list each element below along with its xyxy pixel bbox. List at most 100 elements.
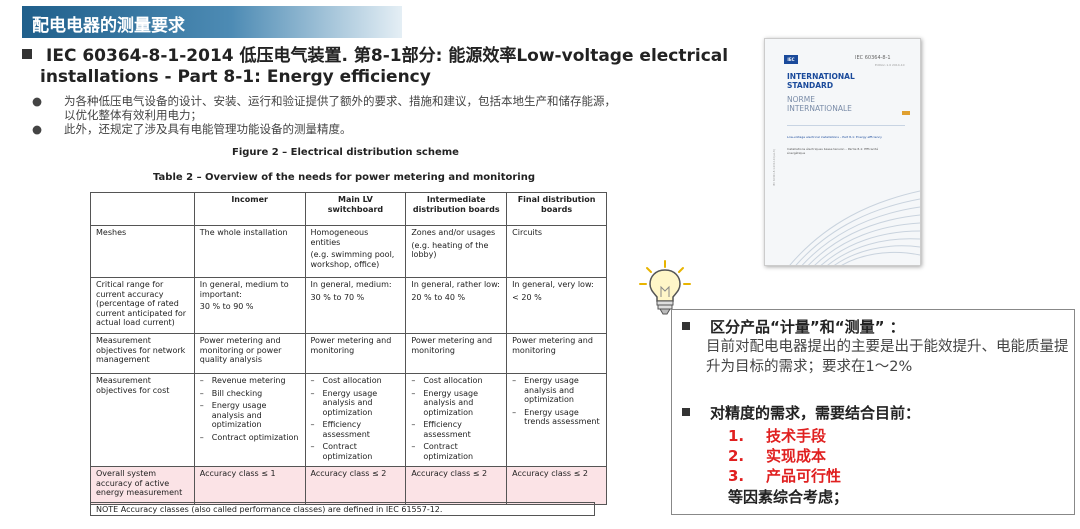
cost-item: Energy usage analysis and optimization — [411, 389, 501, 418]
cover-wave-graphic — [789, 190, 920, 265]
cover-divider — [787, 125, 905, 126]
cost-item: Revenue metering — [200, 376, 300, 386]
cost-item: Bill checking — [200, 389, 300, 399]
table-row-objectives: Measurement objectives for network manag… — [90, 333, 607, 374]
cover-standard-label: INTERNATIONAL STANDARD — [787, 72, 855, 90]
cell-text: Homogeneous entities — [310, 228, 369, 247]
box-heading-1-text: 区分产品“计量”和“测量” ： — [710, 318, 905, 336]
cell-subtext: (e.g. swimming pool, workshop, office) — [310, 250, 395, 269]
bullet-text: 此外，还规定了涉及具有电能管理功能设备的测量精度。 — [64, 122, 352, 136]
cell-text: In general, rather low: — [411, 280, 500, 289]
cell-text: In general, very low: — [512, 280, 594, 289]
cell-text: In general, medium to important: — [199, 280, 289, 299]
cell-text: Zones and/or usages — [411, 228, 496, 237]
cost-item: Efficiency assessment — [411, 420, 501, 439]
figure-caption: Figure 2 – Electrical distribution schem… — [232, 147, 459, 158]
table-header-row: Incomer Main LV switchboard Intermediate… — [90, 192, 607, 226]
summary-box: 区分产品“计量”和“测量” ： 目前对配电电器提出的主要是出于能效提升、电能质量… — [671, 309, 1075, 515]
square-bullet-icon — [22, 49, 32, 59]
list-number: 1. — [728, 427, 745, 445]
cost-item: Contract optimization — [411, 442, 501, 461]
title-bar: 配电电器的测量要求 — [22, 6, 402, 38]
box-paragraph: 目前对配电电器提出的主要是出于能效提升、电能质量提升为目标的需求；要求在1～2% — [706, 339, 1069, 375]
cover-code: IEC 60364-8-1 — [855, 55, 891, 61]
row-label: Measurement objectives for cost — [90, 373, 195, 467]
heading-line2: installations - Part 8-1: Energy efficie… — [40, 67, 431, 87]
cost-item: Energy usage analysis and optimization — [200, 401, 300, 430]
heading-line1: IEC 60364-8-1-2014 低压电气装置. 第8-1部分: 能源效率L… — [46, 46, 729, 66]
cost-item: Contract optimization — [200, 433, 300, 443]
table-header-cell: Intermediate distribution boards — [405, 192, 508, 226]
table-cell: Power metering and monitoring — [506, 333, 607, 374]
bullet-text: 为各种低压电气设备的设计、安装、运行和验证提供了额外的要求、措施和建议，包括本地… — [64, 94, 616, 108]
cell-subtext: 30 % to 90 % — [199, 302, 254, 311]
table-row-critical: Critical range for current accuracy (per… — [90, 277, 607, 334]
cover-color-mark — [902, 111, 910, 115]
square-bullet-icon — [682, 322, 690, 330]
cost-item: Energy usage trends assessment — [512, 408, 601, 427]
list-number: 2. — [728, 447, 745, 465]
table-cell: Accuracy class ≤ 2 — [506, 466, 607, 505]
table-cell: Cost allocation Energy usage analysis an… — [405, 373, 508, 467]
table-header-cell — [90, 192, 195, 226]
list-item: 3. 产品可行性 — [728, 466, 841, 486]
cell-subtext: 20 % to 40 % — [411, 292, 466, 302]
cell-subtext: 30 % to 70 % — [310, 292, 365, 302]
cost-item: Cost allocation — [411, 376, 501, 386]
table-cell: Cost allocation Energy usage analysis an… — [304, 373, 407, 467]
table-header-cell: Incomer — [193, 192, 306, 226]
cost-item: Efficiency assessment — [311, 420, 401, 439]
standard-cover-image: IEC IEC 60364-8-1 Edition 1.0 2014-10 IN… — [764, 38, 921, 266]
table-cell: Homogeneous entities (e.g. swimming pool,… — [304, 225, 407, 278]
bullet-list: ● 为各种低压电气设备的设计、安装、运行和验证提供了额外的要求、措施和建议，包括… — [32, 94, 752, 136]
list-item: 1. 技术手段 — [728, 426, 841, 446]
list-text: 实现成本 — [766, 447, 827, 465]
bullet-item: ● 为各种低压电气设备的设计、安装、运行和验证提供了额外的要求、措施和建议，包括… — [32, 94, 752, 122]
bullet-dot-icon: ● — [32, 94, 43, 108]
cover-edition: Edition 1.0 2014-10 — [875, 63, 905, 67]
cover-title-fr: Installations électriques basse tension … — [787, 147, 879, 155]
cost-item: Energy usage analysis and optimization — [311, 389, 401, 418]
slide-title: 配电电器的测量要求 — [32, 16, 185, 36]
row-label: Meshes — [90, 225, 195, 278]
box-numbered-list: 1. 技术手段 2. 实现成本 3. 产品可行性 — [728, 426, 841, 486]
table-note: NOTE Accuracy classes (also called perfo… — [90, 502, 595, 516]
table-row-cost: Measurement objectives for cost Revenue … — [90, 373, 607, 467]
table-cell: In general, medium:30 % to 70 % — [304, 277, 407, 334]
box-heading-2: 对精度的需求，需要结合目前： — [682, 402, 920, 423]
square-bullet-icon — [682, 408, 690, 416]
list-text: 产品可行性 — [766, 467, 842, 485]
cell-subtext: (e.g. heating of the lobby) — [411, 240, 489, 260]
table-cell: In general, medium to important: 30 % to … — [193, 277, 306, 334]
row-label: Critical range for current accuracy (per… — [90, 277, 195, 334]
table-cell: Accuracy class ≤ 1 — [193, 466, 306, 505]
cell-subtext: < 20 % — [512, 292, 542, 302]
cost-item: Energy usage analysis and optimization — [512, 376, 601, 405]
list-text: 技术手段 — [766, 427, 827, 445]
iec-logo: IEC — [784, 55, 798, 64]
table-row-accuracy: Overall system accuracy of active energy… — [90, 466, 607, 505]
box-heading-1: 区分产品“计量”和“测量” ： — [682, 316, 905, 337]
bullet-text-cont: 以优化整体有效利用电力； — [64, 108, 202, 122]
cost-item: Contract optimization — [311, 442, 401, 461]
table-cell: Energy usage analysis and optimization E… — [506, 373, 607, 467]
table-cell: Accuracy class ≤ 2 — [405, 466, 508, 505]
box-heading-2-text: 对精度的需求，需要结合目前： — [710, 404, 921, 422]
bullet-item: ● 此外，还规定了涉及具有电能管理功能设备的测量精度。 — [32, 122, 752, 136]
table-cell: Revenue metering Bill checking Energy us… — [193, 373, 306, 467]
table-row-meshes: Meshes The whole installation Homogeneou… — [90, 225, 607, 278]
bullet-dot-icon: ● — [32, 122, 43, 136]
table-cell: Accuracy class ≤ 2 — [304, 466, 407, 505]
row-label: Measurement objectives for network manag… — [90, 333, 195, 374]
table-cell: Power metering and monitoring — [304, 333, 407, 374]
lightbulb-icon — [639, 260, 691, 315]
cover-norme-label: NORME INTERNATIONALE — [787, 95, 852, 113]
list-number: 3. — [728, 467, 745, 485]
table-header-cell: Final distribution boards — [506, 192, 607, 226]
list-item: 2. 实现成本 — [728, 446, 841, 466]
table-cell: Zones and/or usages (e.g. heating of the … — [405, 225, 508, 278]
box-closing-line: 等因素综合考虑； — [728, 488, 849, 506]
table-cell: Circuits — [506, 225, 607, 278]
table-cell: The whole installation — [193, 225, 306, 278]
table-cell: Power metering and monitoring — [405, 333, 508, 374]
